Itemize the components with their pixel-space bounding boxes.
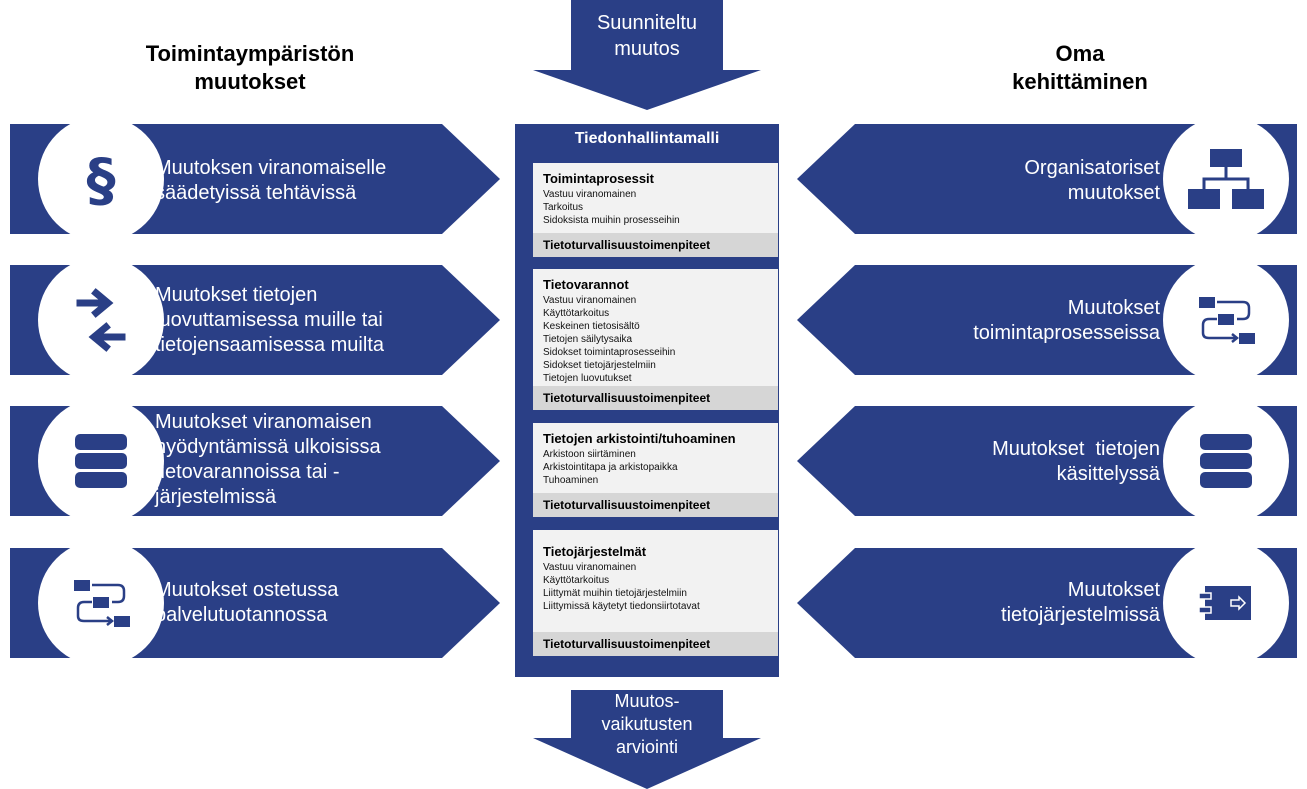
card-information-systems: Tietojärjestelmät Vastuu viranomainen Kä… [533,530,778,656]
card-item: Tietojen säilytysaika [543,334,633,345]
card-title: Toimintaprosessit [543,171,655,186]
org-chart-icon [1188,149,1264,209]
model-title: Tiedonhallintamalli [574,130,720,147]
card-item: Keskeinen tietosisältö [543,321,640,332]
card-footer: Tietoturvallisuustoimenpiteet [533,632,778,656]
process-flow-icon [74,580,130,627]
right-heading: Oma kehittäminen [1012,41,1148,94]
card-item: Sidokset toimintaprosesseihin [543,347,676,358]
card-archiving: Tietojen arkistointi/tuhoaminen Arkistoo… [533,423,778,517]
card-item: Sidokset tietojärjestelmiin [543,360,656,371]
card-footer: Tietoturvallisuustoimenpiteet [533,233,778,257]
paragraph-icon: § [87,146,116,214]
left-item-text: Muutokset ostetussa palvelutuotannossa [155,579,339,626]
left-heading: Toimintaympäristön muutokset [145,41,355,94]
card-processes: Toimintaprosessit Vastuu viranomainen Ta… [533,163,778,257]
card-item: Käyttötarkoitus [543,575,610,586]
card-item: Liittymissä käytetyt tiedonsiirtotavat [543,601,700,612]
card-footer: Tietoturvallisuustoimenpiteet [533,386,778,410]
impact-assessment-label: Muutos- vaikutusten arviointi [601,691,693,757]
card-item: Arkistointitapa ja arkistopaikka [543,462,678,473]
card-item: Vastuu viranomainen [543,295,637,306]
planned-change-arrow [533,0,761,110]
icon-circle [38,116,164,242]
right-item-text: Muutokset tietojärjestelmissä [1001,579,1160,626]
card-item: Arkistoon siirtäminen [543,449,636,460]
impact-assessment-arrow [533,690,761,789]
svg-text:§: § [87,146,116,214]
planned-change-label: Suunniteltu muutos [596,12,698,60]
process-flow-icon [1199,297,1255,344]
left-item-text: Muutoksen viranomaiselle säädetyissä teh… [155,157,387,204]
card-footer: Tietoturvallisuustoimenpiteet [533,493,778,517]
system-component-icon [1198,586,1251,620]
database-icon [75,434,127,488]
card-item: Vastuu viranomainen [543,562,637,573]
right-item-text: Organisatoriset muutokset [1024,157,1160,204]
card-item: Tuhoaminen [543,475,599,486]
right-item-text: Muutokset toimintaprosesseissa [973,297,1160,344]
card-data-stores: Tietovarannot Vastuu viranomainen Käyttö… [533,269,778,410]
left-item-text: Muutokset tietojen luovuttamisessa muill… [155,284,384,356]
card-title: Tietovarannot [543,277,629,292]
card-title: Tietojärjestelmät [543,544,647,559]
card-title: Tietojen arkistointi/tuhoaminen [543,431,736,446]
card-item: Vastuu viranomainen [543,189,637,200]
right-item-text: Muutokset tietojen käsittelyssä [992,438,1160,485]
card-item: Liittymät muihin tietojärjestelmiin [543,588,687,599]
left-item-text: Muutokset viranomaisen hyödyntämissä ulk… [155,411,381,508]
icon-circle [38,257,164,383]
card-item: Tarkoitus [543,202,584,213]
card-item: Käyttötarkoitus [543,308,610,319]
exchange-arrows-icon [76,288,126,352]
database-icon [1200,434,1252,488]
card-item: Tietojen luovutukset [543,373,632,384]
card-item: Sidoksista muihin prosesseihin [543,215,680,226]
